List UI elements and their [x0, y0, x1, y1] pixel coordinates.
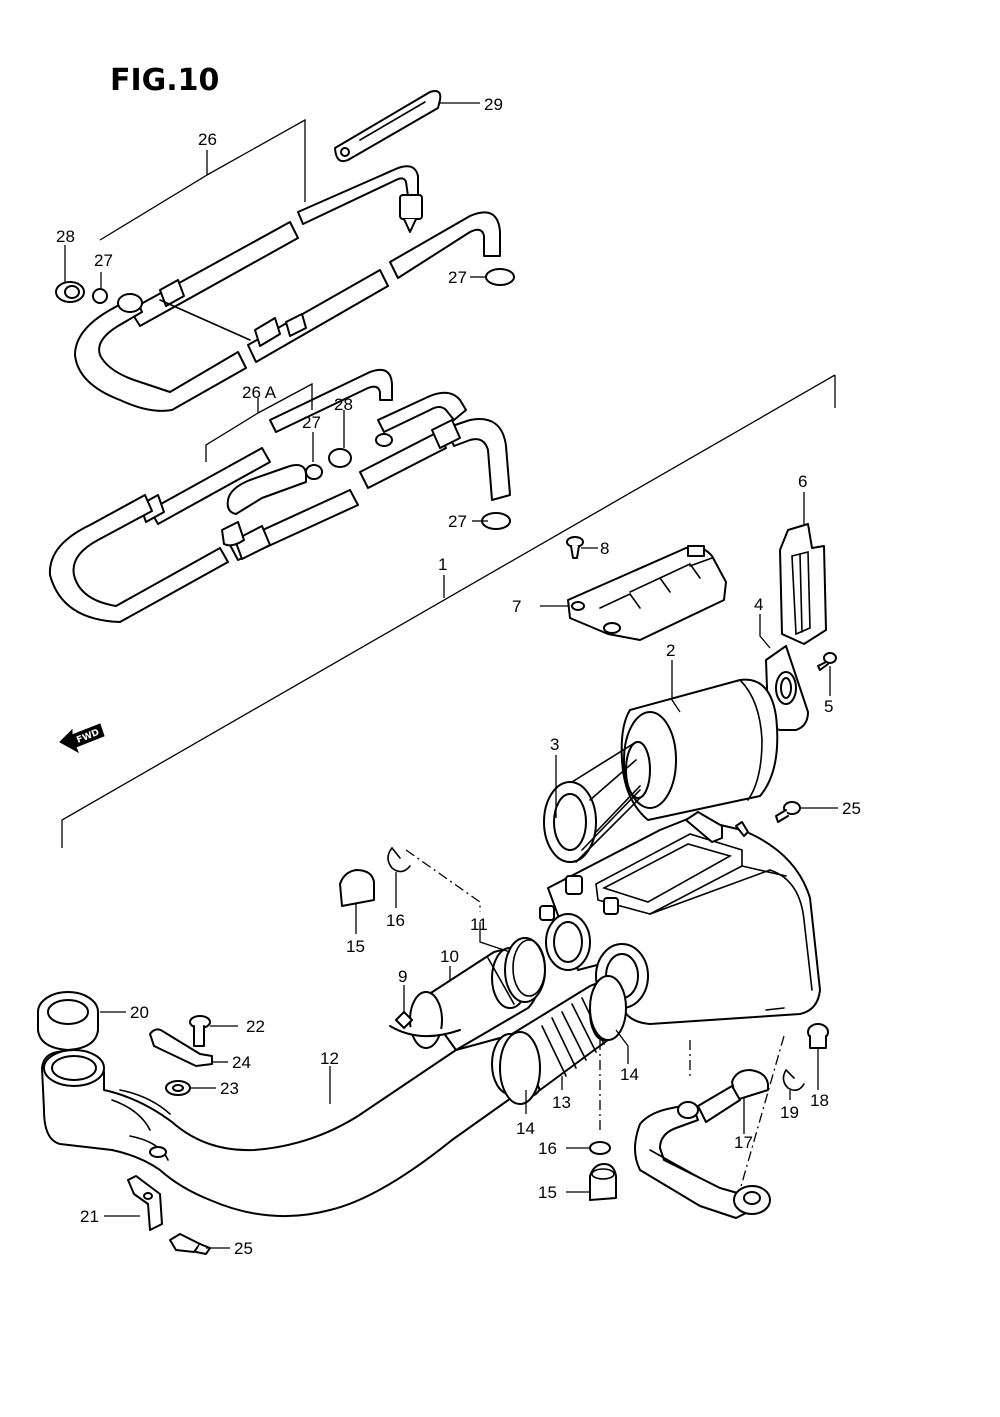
cap-15-b — [589, 1163, 617, 1201]
element-6 — [779, 523, 827, 645]
elbow-stub — [221, 521, 245, 547]
callout-21: 21 — [80, 1207, 99, 1226]
callout-27: 27 — [94, 251, 113, 270]
callout-9: 9 — [398, 967, 407, 986]
callout-29: 29 — [484, 95, 503, 114]
cap-28-b — [328, 448, 352, 468]
callout-27: 27 — [302, 413, 321, 432]
callout-12: 12 — [320, 1049, 339, 1068]
hose-26A-main — [149, 447, 271, 525]
callout-16: 16 — [538, 1139, 557, 1158]
intake-tube-12 — [41, 1033, 529, 1218]
hose-26A-right — [359, 431, 447, 489]
clip-27-c — [305, 464, 323, 480]
joint-clamp — [254, 317, 281, 347]
callout-labels: 29 26 28 27 27 26 A 27 28 27 6 8 1 7 4 2… — [56, 95, 861, 1258]
screw-5 — [817, 652, 837, 671]
callout-22: 22 — [246, 1017, 265, 1036]
washer-23 — [165, 1080, 191, 1096]
screw-25-a — [775, 801, 801, 823]
callout-28: 28 — [56, 227, 75, 246]
clip-16-b — [589, 1141, 611, 1155]
hose-26A-upper-right — [377, 391, 467, 433]
callout-7: 7 — [512, 597, 521, 616]
clip-27-b — [485, 268, 515, 286]
callout-28: 28 — [334, 395, 353, 414]
clamp-26A-lower — [234, 525, 271, 560]
callout-15: 15 — [346, 937, 365, 956]
callout-14: 14 — [516, 1119, 535, 1138]
elbow-hose — [389, 211, 501, 279]
callout-18: 18 — [810, 1091, 829, 1110]
callout-16: 16 — [386, 911, 405, 930]
air-box-housing — [539, 811, 821, 1025]
callout-23: 23 — [220, 1079, 239, 1098]
callout-15: 15 — [538, 1183, 557, 1202]
callout-14: 14 — [620, 1065, 639, 1084]
screw-8 — [566, 536, 584, 559]
screw-25-b — [169, 1233, 211, 1255]
callout-5: 5 — [824, 697, 833, 716]
joint-clamp-2 — [285, 313, 307, 337]
callout-20: 20 — [130, 1003, 149, 1022]
fwd-direction-arrow: FWD — [59, 723, 105, 754]
callout-11: 11 — [470, 915, 488, 934]
callout-13: 13 — [552, 1093, 571, 1112]
callout-2: 2 — [666, 641, 675, 660]
clamp-9 — [389, 1011, 461, 1038]
callout-27: 27 — [448, 512, 467, 531]
clip-16-a — [387, 847, 411, 873]
callout-6: 6 — [798, 472, 807, 491]
clamp-14-b — [589, 975, 627, 1041]
hose-assembly-26A — [48, 368, 511, 623]
main-hose-upper — [129, 221, 299, 327]
figure-title: FIG.10 — [110, 63, 219, 98]
callout-4: 4 — [754, 595, 763, 614]
drain-hose-17 — [731, 1069, 769, 1101]
cap-15-a — [339, 869, 375, 907]
callout-3: 3 — [550, 735, 559, 754]
cover-tab — [687, 545, 705, 557]
clamp-11 — [504, 937, 546, 1003]
hose-assembly-26 — [55, 90, 515, 412]
plate-4 — [765, 645, 809, 731]
callout-1: 1 — [438, 555, 447, 574]
callout-26: 26 — [198, 130, 217, 149]
hose-26A-loop — [48, 494, 229, 623]
stay-24 — [149, 1028, 213, 1067]
callout-26A: 26 A — [242, 383, 277, 402]
callout-8: 8 — [600, 539, 609, 558]
hose-26A-top — [269, 368, 393, 433]
bracket-21 — [127, 1175, 163, 1231]
loop-hose — [74, 295, 247, 412]
ring-20 — [37, 991, 99, 1051]
hose-26A-short — [226, 464, 307, 515]
plug-18 — [807, 1023, 829, 1049]
clamp-14-a — [499, 1031, 541, 1105]
clip-19 — [782, 1069, 805, 1092]
callout-25: 25 — [842, 799, 861, 818]
clip-27-a — [92, 288, 108, 304]
bracket-hole — [340, 147, 350, 157]
housing-tab — [685, 811, 723, 843]
fwd-label: FWD — [75, 728, 101, 746]
cover-plate-7 — [567, 545, 727, 641]
drain-hose-assembly — [634, 1085, 771, 1219]
hose-valve — [399, 194, 423, 220]
callout-19: 19 — [780, 1103, 799, 1122]
hose-clamp — [159, 279, 185, 307]
filter-cage-3 — [543, 741, 651, 863]
bolt-22 — [189, 1015, 211, 1047]
callout-25: 25 — [234, 1239, 253, 1258]
mid-hose — [247, 269, 389, 363]
callout-24: 24 — [232, 1053, 251, 1072]
callout-17: 17 — [734, 1133, 753, 1152]
valve-tip — [403, 218, 417, 233]
callout-10: 10 — [440, 947, 459, 966]
hose-26A-elbow — [445, 418, 511, 501]
callout-27: 27 — [448, 268, 467, 287]
